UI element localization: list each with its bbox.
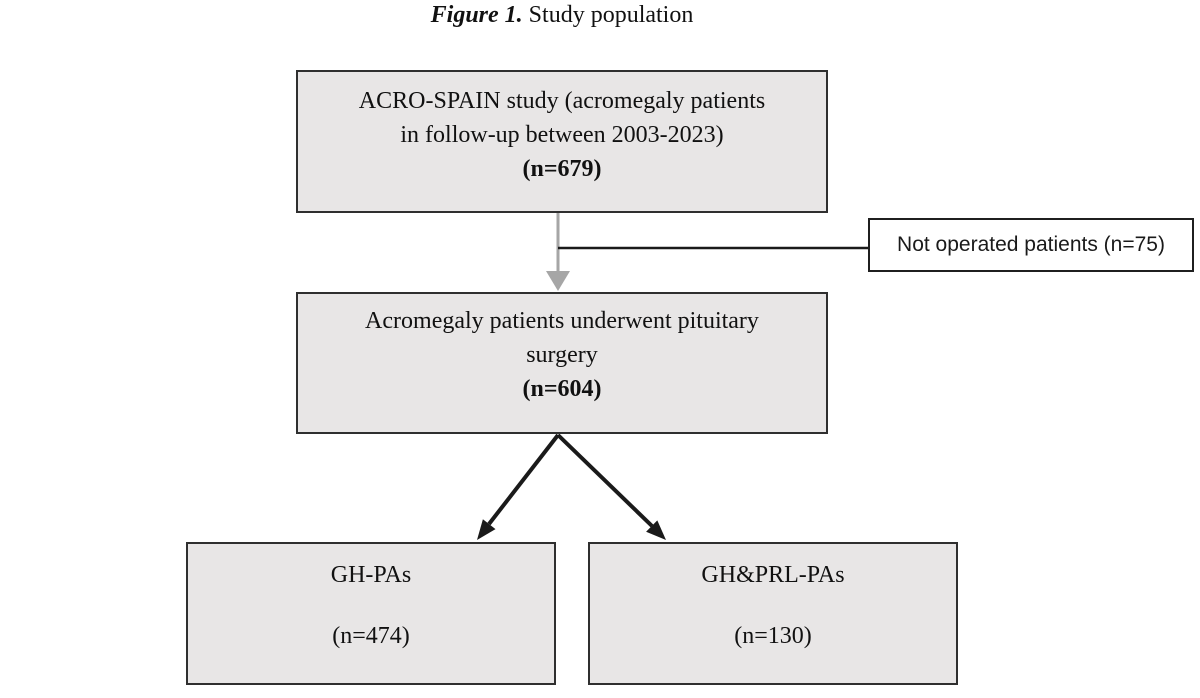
node-gh-pas: GH-PAs (n=474) — [186, 542, 556, 685]
figure-title: Figure 1. Study population — [296, 2, 828, 29]
node-surgery-count: (n=604) — [522, 376, 602, 402]
node-acro-spain-count: (n=679) — [522, 156, 602, 182]
edge-surgery-to-ghprl-arrowhead — [646, 520, 666, 540]
edge-top-to-surgery-arrowhead — [546, 271, 570, 291]
node-gh-pas-label: GH-PAs — [330, 562, 412, 588]
node-ghprl-pas: GH&PRL-PAs (n=130) — [588, 542, 958, 685]
edge-surgery-to-gh-arrowhead — [477, 519, 496, 540]
node-ghprl-pas-label: GH&PRL-PAs — [701, 562, 845, 588]
figure-title-label: Figure 1. — [430, 2, 523, 28]
node-acro-spain-study: ACRO-SPAIN study (acromegaly patients in… — [296, 70, 828, 213]
node-ghprl-pas-count: (n=130) — [734, 623, 812, 649]
node-not-operated-label: Not operated patients (n=75) — [897, 233, 1165, 256]
node-surgery-line2: surgery — [526, 342, 598, 368]
edge-surgery-to-ghprl-line — [556, 433, 654, 528]
node-gh-pas-count: (n=474) — [332, 623, 410, 649]
node-acro-spain-line2: in follow-up between 2003-2023) — [400, 122, 724, 148]
edge-surgery-to-gh-line — [487, 433, 560, 526]
node-acro-spain-line1: ACRO-SPAIN study (acromegaly patients — [358, 88, 766, 114]
figure-title-text: Study population — [528, 2, 694, 28]
node-not-operated-patients: Not operated patients (n=75) — [868, 218, 1194, 272]
node-surgery-line1: Acromegaly patients underwent pituitary — [365, 308, 759, 334]
node-pituitary-surgery: Acromegaly patients underwent pituitary … — [296, 292, 828, 434]
